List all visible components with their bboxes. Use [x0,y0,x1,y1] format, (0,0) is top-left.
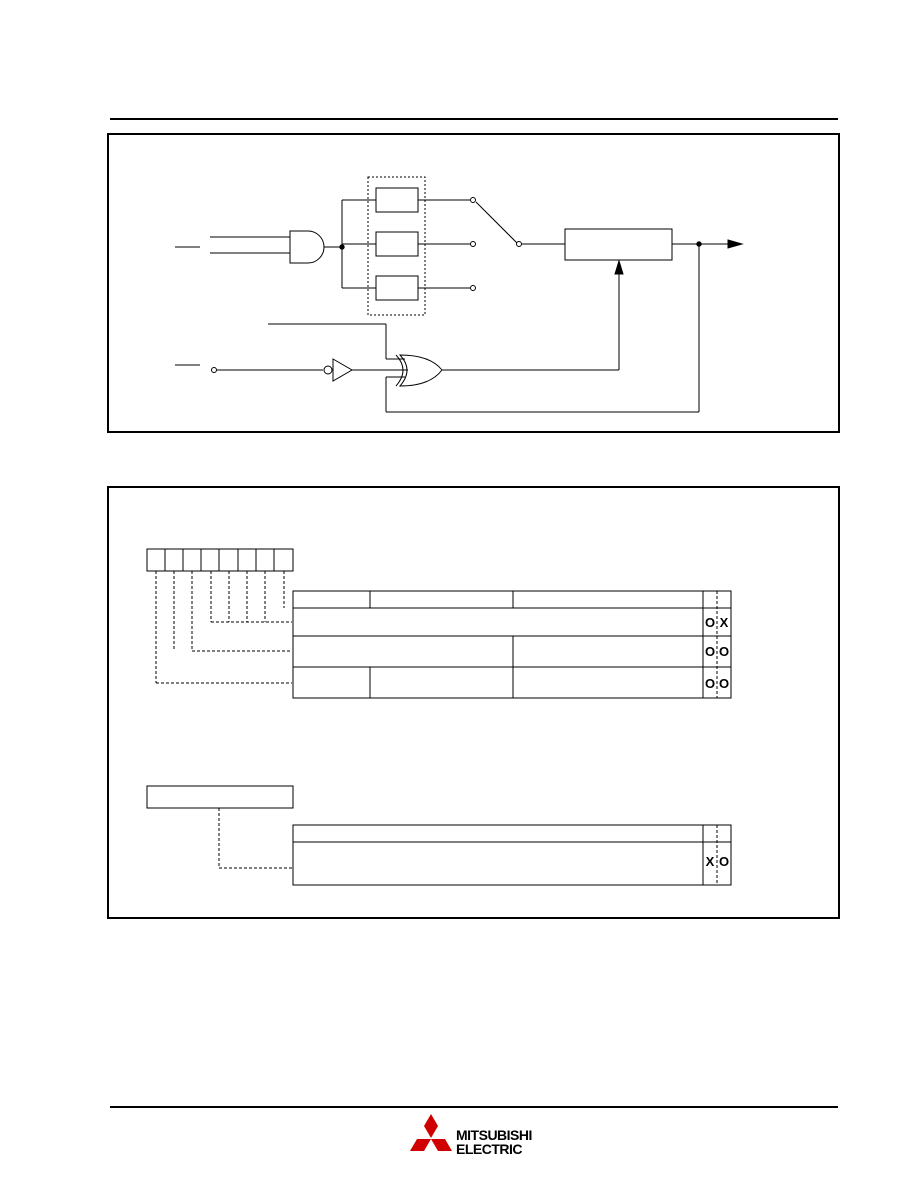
logo-line-2: ELECTRIC [456,1141,523,1157]
rw-mark-r3-write: O [719,676,729,691]
rw-mark-r1-read: O [705,615,715,630]
switch-terminal-3 [470,285,476,291]
buffer-triangle [332,358,353,382]
rw-mark-second-write: O [719,854,729,869]
switch-pivot [516,241,522,247]
reset-arrow [614,259,624,275]
mitsubishi-logo-icon [410,1114,452,1151]
switch-terminal-1 [470,197,476,203]
rw-mark-second-read: X [706,854,715,869]
and-gate [289,230,325,264]
register-bits [146,548,294,572]
rw-mark-r3-read: O [705,676,715,691]
divider-box-3 [375,275,419,301]
divider-box-2 [375,231,419,257]
second-table [292,824,732,886]
counter-block [564,228,673,261]
rw-mark-r2-write: O [719,644,729,659]
register-diagram-frame [107,486,840,919]
block-diagram-frame [107,133,840,433]
second-register [146,785,294,809]
switch-terminal-2 [470,241,476,247]
output-arrow [727,239,744,249]
rw-mark-r2-read: O [705,644,715,659]
bit-table [292,590,732,699]
divider-group [367,176,426,316]
divider-box-1 [375,187,419,213]
rw-mark-r1-write: X [720,615,729,630]
logo-line-1: MITSUBISHI [456,1127,532,1143]
input-pin [211,367,217,373]
footer-rule [110,1106,838,1108]
inverter-bubble [323,365,333,375]
header-rule [110,118,838,120]
selector-switch-arm [475,201,518,244]
or-gate [398,354,443,387]
